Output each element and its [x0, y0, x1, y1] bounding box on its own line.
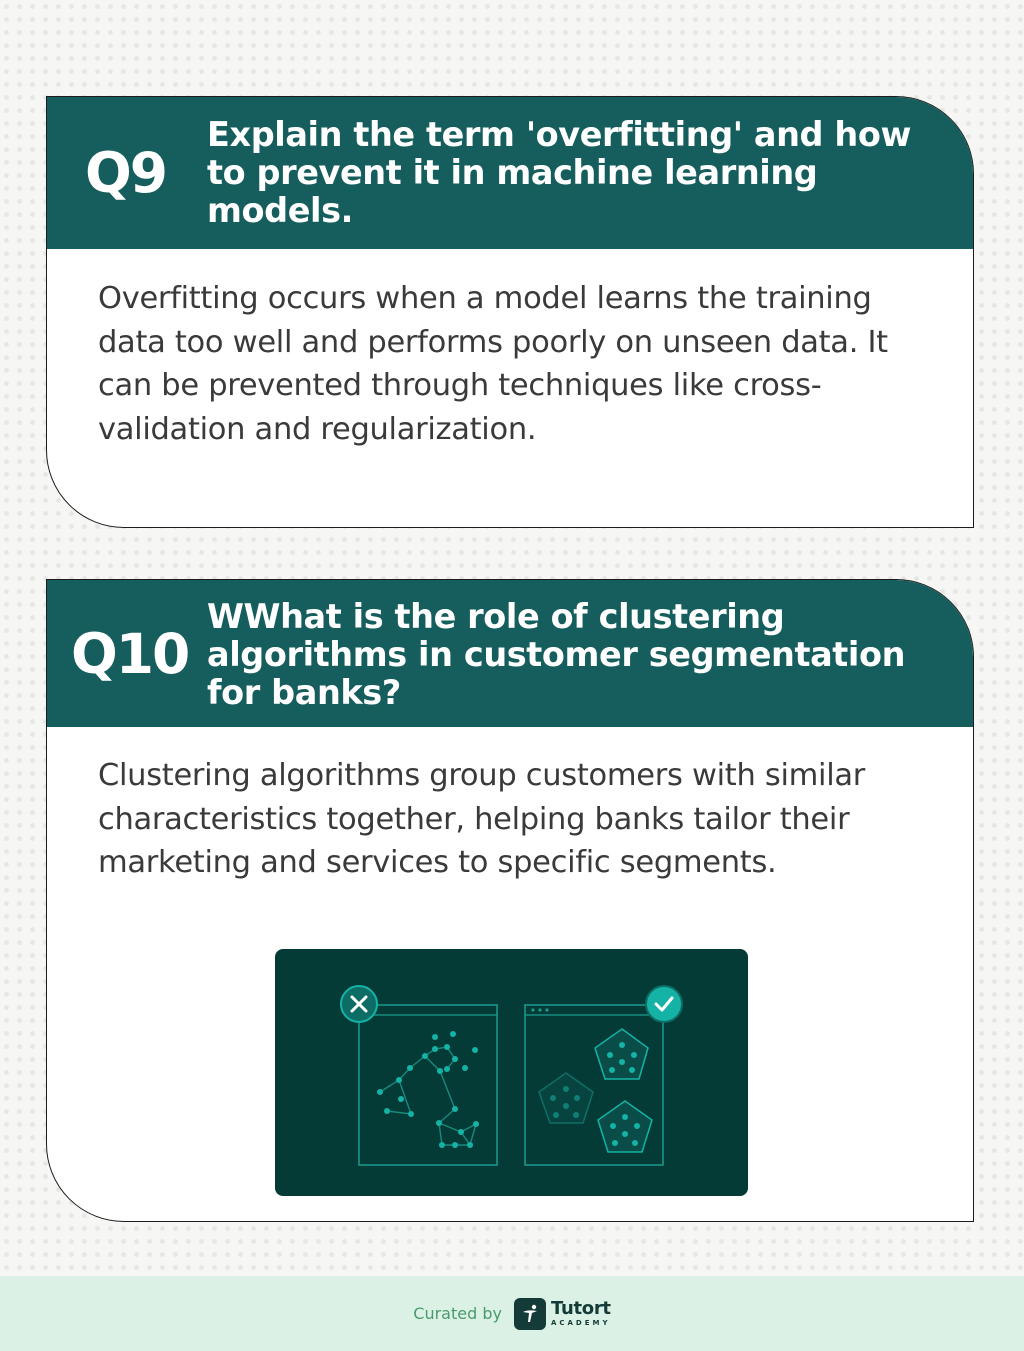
question-title: Explain the term 'overfitting' and how t… [207, 115, 912, 230]
check-icon [645, 985, 683, 1023]
close-icon [340, 985, 378, 1023]
question-card-q10: Q10 WWhat is the role of clustering algo… [46, 579, 974, 1222]
brand-name: Tutort [550, 1298, 611, 1319]
question-number: Q9 [85, 141, 168, 205]
tutort-logo-icon [513, 1297, 546, 1330]
footer: Curated by Tutort ACADEMY [0, 1276, 1024, 1351]
brand-logo: Tutort ACADEMY [551, 1300, 611, 1327]
question-card-q9: Q9 Explain the term 'overfitting' and ho… [46, 96, 974, 528]
question-number: Q10 [71, 621, 190, 686]
answer-text: Overfitting occurs when a model learns t… [98, 281, 888, 447]
curated-by-label: Curated by [413, 1304, 502, 1323]
question-header: Q9 Explain the term 'overfitting' and ho… [47, 97, 973, 249]
answer-text: Clustering algorithms group customers wi… [98, 758, 866, 880]
clustering-illustration [275, 949, 748, 1196]
unclustered-panel [358, 1004, 498, 1166]
clustered-panel [524, 1004, 664, 1166]
question-header: Q10 WWhat is the role of clustering algo… [47, 580, 973, 727]
brand-subtitle: ACADEMY [550, 1319, 611, 1327]
question-title: WWhat is the role of clustering algorith… [207, 597, 906, 712]
